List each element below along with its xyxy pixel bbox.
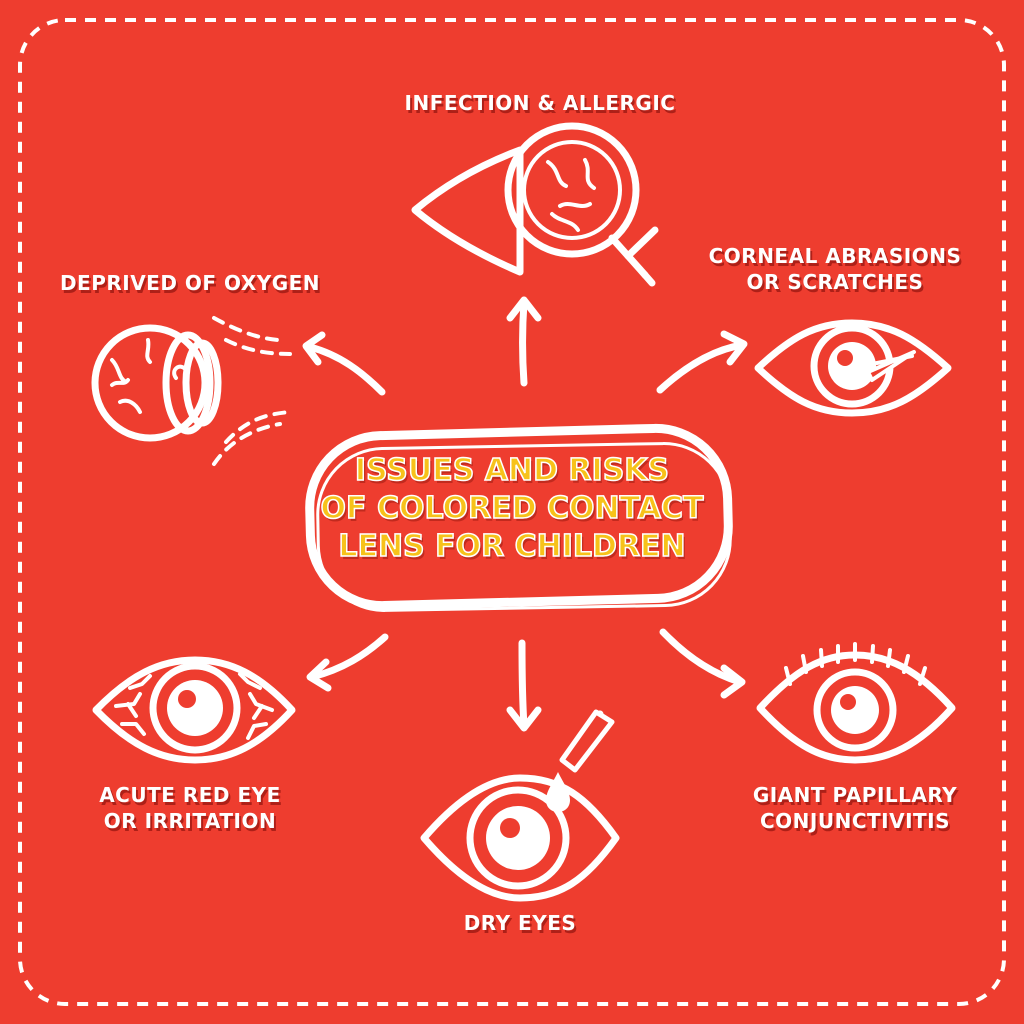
label-dry-eyes: DRY EYES [463,911,577,935]
title-line-3: LENS FOR CHILDREN [338,528,687,565]
title-line-2: OF COLORED CONTACT [320,490,704,527]
eyelash-eye-icon [756,642,956,764]
diagram-title: ISSUES AND RISKS OF COLORED CONTACT LENS… [312,452,712,566]
eyeball-lens-icon [91,316,292,466]
bloodshot-eye-icon [92,656,296,764]
arrow-upper-right [656,330,748,394]
arrow-lower-right [659,628,746,699]
title-line-1: ISSUES AND RISKS [354,452,670,489]
arrow-lower-left [306,633,389,692]
label-acute-red-eye: ACUTE RED EYE OR IRRITATION [99,783,281,833]
dashed-frame [18,18,1006,1006]
scratched-eye-icon [754,319,952,417]
arrow-upper-left [302,331,386,396]
label-infection-allergic: INFECTION & ALLERGIC [404,91,676,115]
magnifier-eye-icon [411,122,659,287]
arrow-up [506,296,542,387]
title-capsule [305,423,733,612]
arrow-down [506,639,542,732]
label-deprived-oxygen: DEPRIVED OF OXYGEN [59,271,321,295]
label-corneal-abrasions: CORNEAL ABRASIONS OR SCRATCHES [708,244,962,294]
eye-drop-icon [420,709,620,902]
label-giant-papillary: GIANT PAPILLARY CONJUNCTIVITIS [752,783,958,833]
